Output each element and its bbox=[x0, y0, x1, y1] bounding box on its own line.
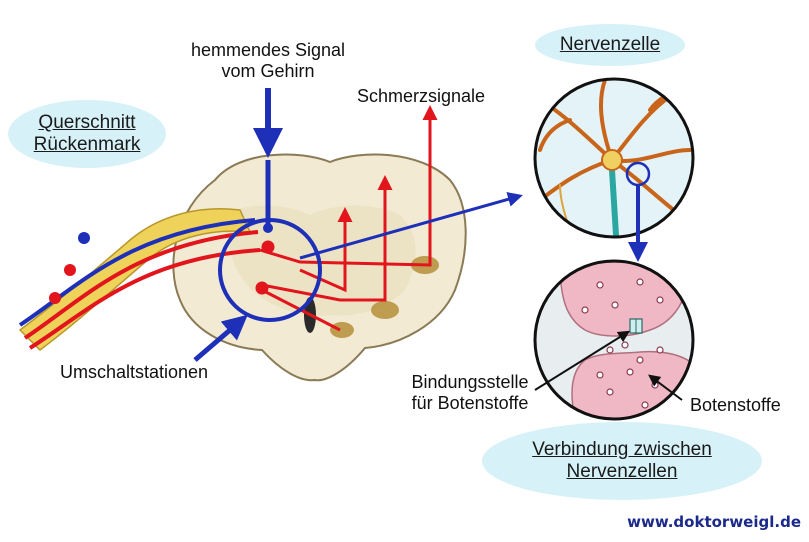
inhibitory-signal-line2: vom Gehirn bbox=[221, 61, 315, 81]
nerve-cell-zoom bbox=[533, 77, 695, 239]
nerve-cell-label: Nervenzelle bbox=[559, 34, 661, 55]
website-link[interactable]: www.doktorweigl.de bbox=[627, 513, 801, 531]
connection-line1: Verbindung zwischen bbox=[532, 439, 712, 460]
cross-section-line1: Querschnitt bbox=[38, 112, 136, 133]
pain-signals-label: Schmerzsignale bbox=[357, 86, 486, 106]
relay-stations-label: Umschaltstationen bbox=[60, 362, 209, 382]
inhibitory-signal-line1: hemmendes Signal bbox=[190, 40, 346, 60]
connection-badge: Verbindung zwischen Nervenzellen bbox=[482, 422, 762, 500]
messengers-pointer bbox=[648, 374, 683, 401]
pain-pathways bbox=[255, 105, 438, 332]
binding-site-line1: Bindungsstelle bbox=[411, 372, 529, 392]
binding-site-label: Bindungsstelle für Botenstoffe bbox=[396, 372, 544, 414]
inhibitory-signal-label: hemmendes Signal vom Gehirn bbox=[170, 40, 366, 82]
binding-site-line2: für Botenstoffe bbox=[411, 393, 529, 413]
inhibitory-signal-arrow bbox=[253, 88, 283, 233]
nerve-cell-badge: Nervenzelle bbox=[535, 24, 685, 66]
nerve-root bbox=[18, 208, 261, 351]
zoom-to-nerve-cell-arrow bbox=[299, 192, 523, 260]
binding-site-pointer bbox=[534, 330, 631, 391]
messengers-label: Botenstoffe bbox=[690, 395, 781, 415]
relay-stations-pointer bbox=[193, 314, 248, 362]
cross-section-line2: Rückenmark bbox=[33, 134, 141, 155]
connection-line2: Nervenzellen bbox=[566, 461, 678, 482]
cross-section-badge: Querschnitt Rückenmark bbox=[8, 100, 166, 168]
